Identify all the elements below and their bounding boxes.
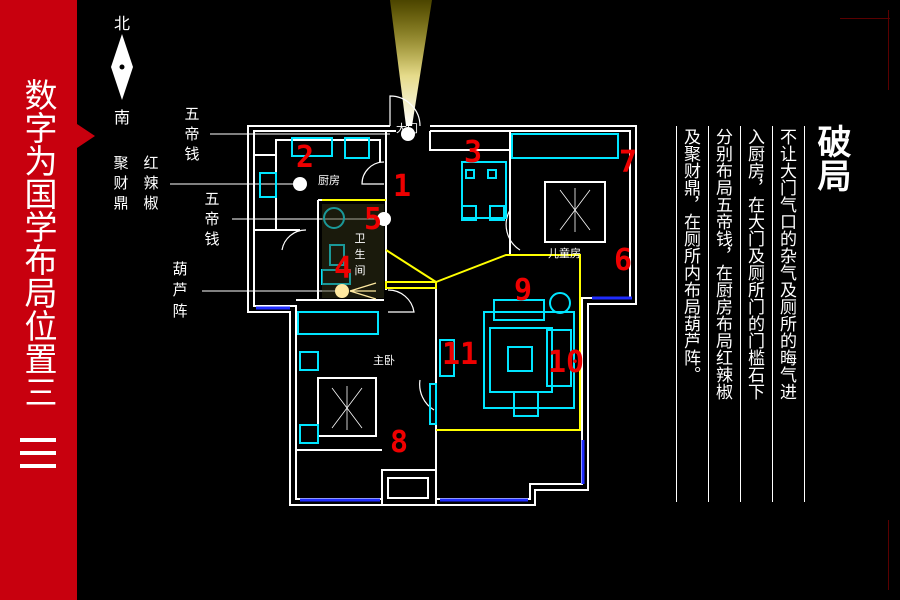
number-9: 9 <box>514 273 533 308</box>
corner-decoration-top <box>840 18 890 19</box>
number-3: 3 <box>464 135 483 170</box>
marker-bathroom-door <box>377 212 391 226</box>
panel-divider-3 <box>740 126 741 502</box>
sidebar-bar-1 <box>20 438 56 442</box>
compass-icon <box>111 34 133 100</box>
marker-main-door <box>401 127 415 141</box>
light-beam <box>390 0 432 126</box>
sidebar-title: 数字为国学布局位置三 <box>19 78 58 408</box>
corner-decoration-bottom <box>888 520 889 590</box>
panel-divider-4 <box>708 126 709 502</box>
panel-heading: 破局 <box>811 124 851 192</box>
room-label-kitchen: 厨房 <box>318 174 340 187</box>
number-8: 8 <box>390 425 409 460</box>
number-5: 5 <box>364 202 383 237</box>
panel-column-4: 及聚财鼎，在厕所内布局葫芦阵。 <box>680 128 700 383</box>
number-11: 11 <box>442 337 479 372</box>
compass-north-label: 北 <box>113 14 130 33</box>
sidebar-bar-2 <box>20 451 56 455</box>
number-6: 6 <box>614 243 633 278</box>
number-4: 4 <box>334 251 353 286</box>
number-7: 7 <box>619 145 638 180</box>
corner-decoration-top-v <box>888 10 889 90</box>
marker-gourd <box>335 284 349 298</box>
panel-divider-5 <box>676 126 677 502</box>
sidebar: 数字为国学布局位置三 <box>0 0 77 600</box>
number-2: 2 <box>296 140 315 175</box>
panel-column-2: 入厨房，在大门及厕所门的门槛石下 <box>744 128 764 400</box>
room-label-main-door: 大门 <box>396 122 418 135</box>
marker-kitchen <box>293 177 307 191</box>
sidebar-bar-3 <box>20 464 56 468</box>
room-label-master-bedroom: 主卧 <box>373 354 395 367</box>
compass-south-label: 南 <box>113 108 130 127</box>
panel-divider-1 <box>804 126 805 502</box>
number-1: 1 <box>393 169 412 204</box>
number-10: 10 <box>548 345 585 380</box>
room-label-kids-room: 儿童房 <box>548 247 581 260</box>
panel-column-3: 分别布局五帝钱，在厨房布局红辣椒 <box>712 128 732 400</box>
panel-column-1: 不让大门气口的杂气及厕所的晦气进 <box>776 128 796 400</box>
sidebar-arrow <box>77 124 95 148</box>
panel-divider-2 <box>772 126 773 502</box>
